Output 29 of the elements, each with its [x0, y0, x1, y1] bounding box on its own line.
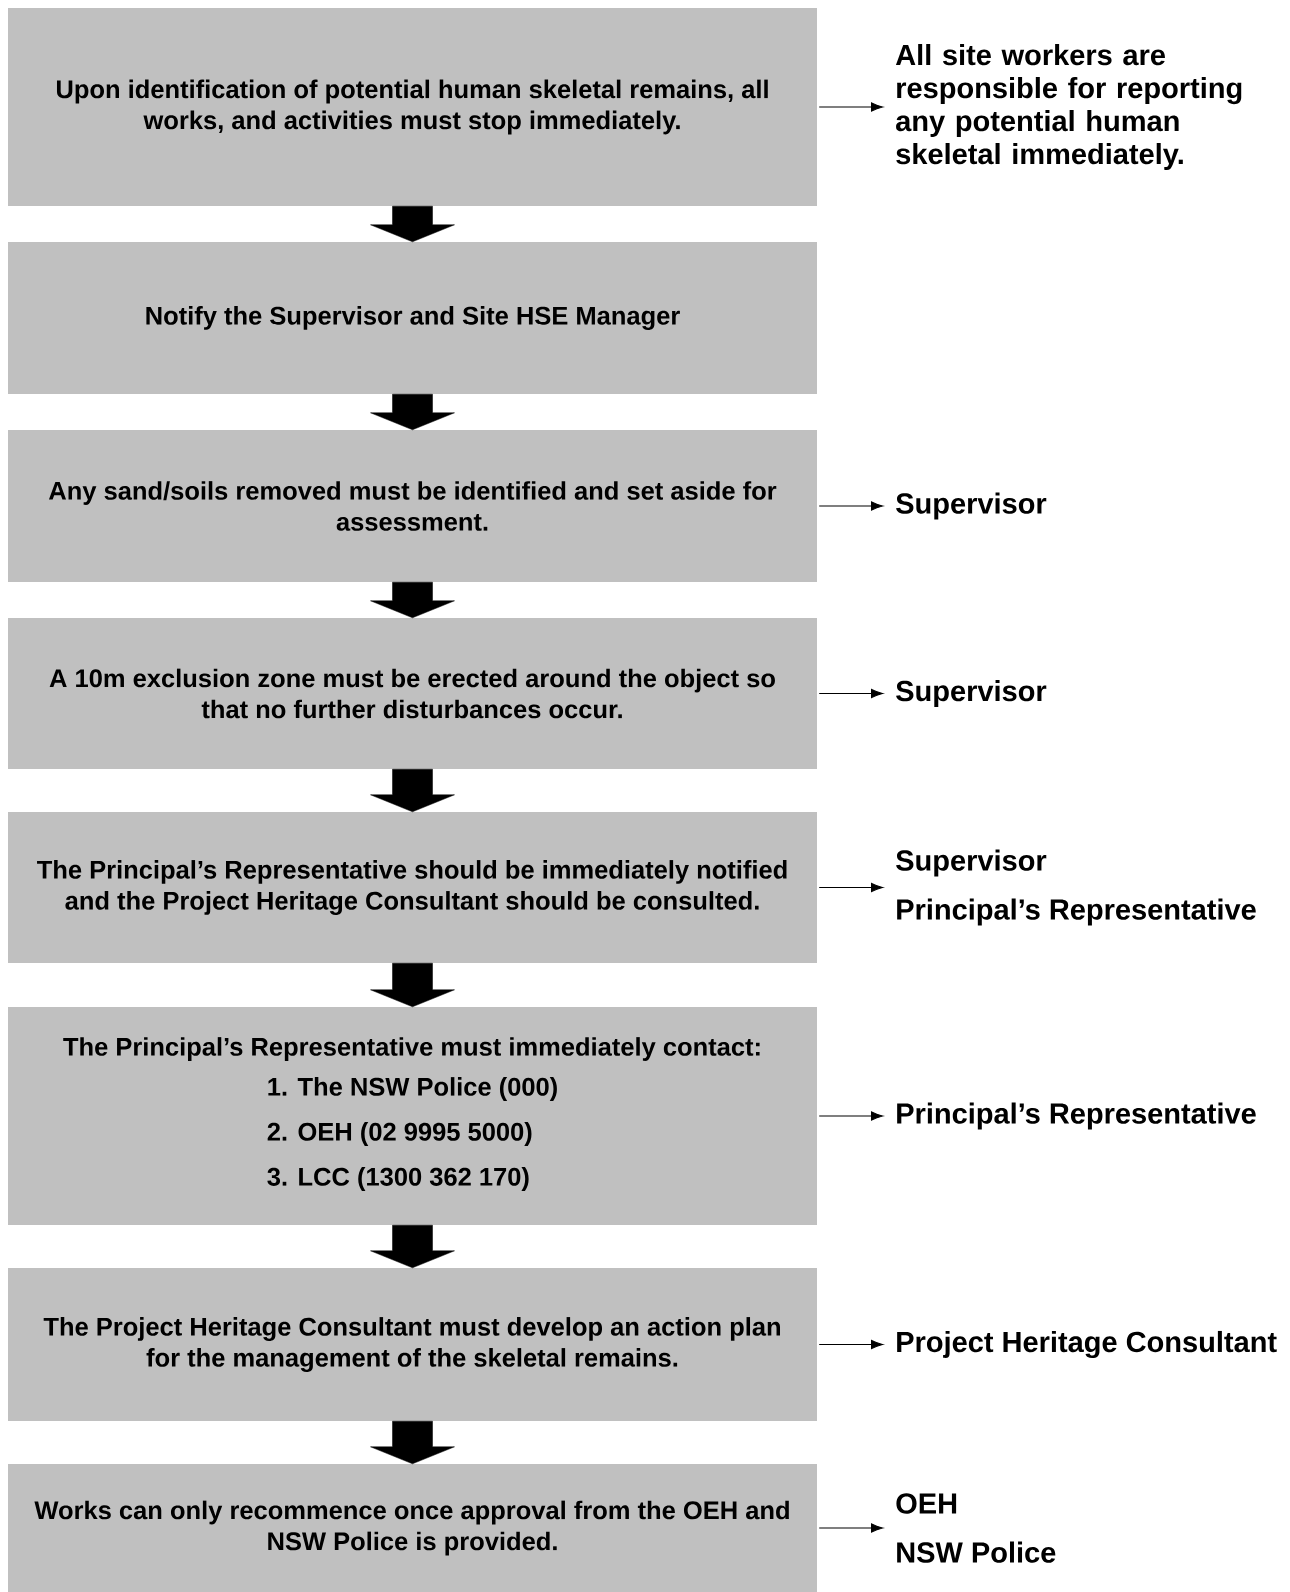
block-arrow — [370, 1420, 455, 1465]
block-arrow — [370, 393, 455, 431]
responsibility-text: Project Heritage Consultant — [897, 1330, 1277, 1359]
process-box: The Principal’s Representative should be immediately notified and the Project Heritage Consultant should be consulted. — [8, 812, 817, 963]
block-arrow — [370, 1224, 455, 1269]
process-box: Notify the Supervisor and Site HSE Manager — [8, 242, 817, 394]
responsibility-text: Supervisor — [896, 680, 1047, 708]
arrow — [818, 688, 883, 699]
process-box: The Project Heritage Consultant must develop an action plan for the management of the skeletal remains. — [8, 1268, 817, 1421]
arrow — [818, 501, 883, 511]
responsibility-text: Supervisor — [896, 492, 1047, 520]
process-box: A 10m exclusion zone must be erected around the object so that no further disturbances occur. — [8, 618, 817, 769]
responsibility-text: All site workers are responsible for reporting any potential human skeletal immediately. — [895, 44, 1242, 170]
block-arrow — [370, 205, 455, 243]
arrow — [818, 882, 883, 893]
arrow — [818, 1339, 883, 1350]
process-box: Any sand/soils removed must be identified and set aside for assessment. — [8, 430, 817, 582]
arrow — [818, 1111, 883, 1121]
responsibility-text: Supervisor Principal’s Representative — [896, 849, 1256, 926]
block-arrow — [370, 768, 455, 813]
arrow — [818, 1523, 883, 1533]
responsibility-text: OEH NSW Police — [896, 1493, 1056, 1563]
responsibility-text: Principal’s Representative — [897, 1102, 1256, 1130]
block-arrow — [370, 581, 455, 619]
process-box: Upon identification of potential human skeletal remains, all works, and activities must stop immediately. — [8, 8, 817, 206]
process-box: Works can only recommence once approval from the OEH and NSW Police is provided. — [8, 1464, 817, 1592]
block-arrow — [370, 962, 455, 1008]
arrow — [818, 102, 883, 112]
process-box: The Principal’s Representative must immediately contact: 1. The NSW Police (000) 2. OEH (02 9995 5000) 3. LCC (1300 362 170) — [8, 1007, 817, 1225]
